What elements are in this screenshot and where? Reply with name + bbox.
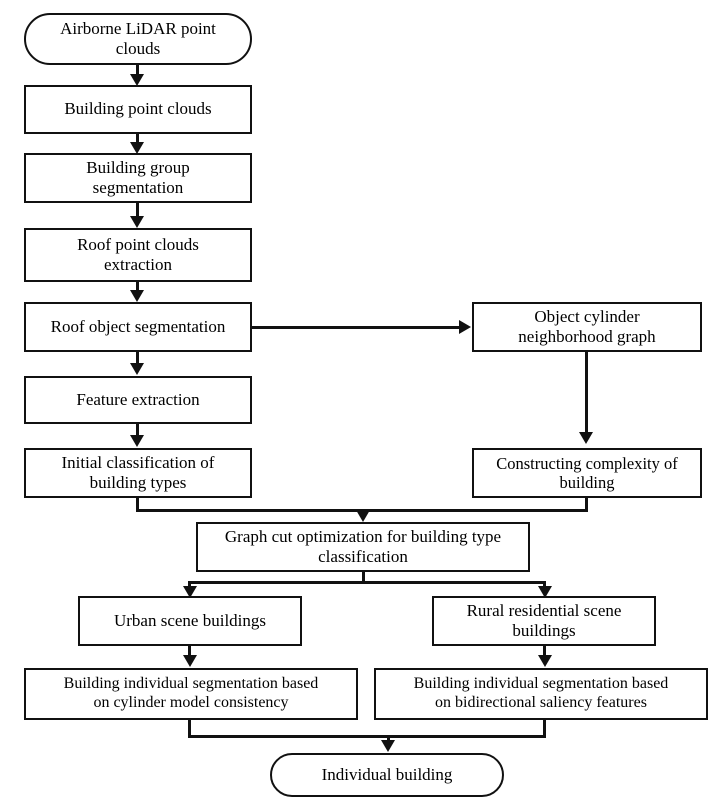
connector-rural-to-saliencyseg: [543, 646, 546, 658]
arrowhead-down: [538, 655, 552, 667]
connector-bus-to-individual-building: [387, 735, 390, 743]
connector-split-bus: [188, 581, 546, 584]
node-label: Initial classification of building types: [61, 452, 215, 492]
arrowhead-down: [356, 510, 370, 522]
node-label: Building point clouds: [64, 99, 212, 119]
node-label: Building individual segmentation based o…: [413, 675, 669, 711]
node-building-group-segmentation: Building group segmentation: [24, 153, 252, 203]
connector-saliencyseg-drop: [543, 720, 546, 738]
node-label: Individual building: [321, 764, 453, 784]
node-segmentation-bidirectional-saliency-features: Building individual segmentation based o…: [374, 668, 708, 720]
arrowhead-right: [459, 320, 471, 334]
node-roof-object-segmentation: Roof object segmentation: [24, 302, 252, 352]
connector-urban-to-cylinderseg: [188, 646, 191, 658]
arrowhead-down: [130, 363, 144, 375]
node-label: Urban scene buildings: [113, 610, 267, 630]
connector-roofobject-to-cylindergraph: [252, 326, 460, 329]
connector-roofpoints-to-roofobject: [136, 282, 139, 292]
node-graph-cut-optimization: Graph cut optimization for building type…: [196, 522, 530, 572]
connector-graphcut-drop: [362, 572, 365, 584]
node-label: Rural residential scene buildings: [466, 600, 622, 640]
arrowhead-down: [130, 435, 144, 447]
node-label: Airborne LiDAR point clouds: [60, 18, 216, 58]
connector-cylinderseg-drop: [188, 720, 191, 738]
arrowhead-down: [130, 74, 144, 86]
node-segmentation-cylinder-model-consistency: Building individual segmentation based o…: [24, 668, 358, 720]
node-constructing-complexity-of-building: Constructing complexity of building: [472, 448, 702, 498]
arrowhead-down: [538, 586, 552, 598]
connector-lidar-to-building-points: [136, 65, 139, 76]
node-label: Roof point clouds extraction: [77, 234, 199, 274]
connector-bus-to-rural: [543, 581, 546, 590]
connector-cylindergraph-to-complexity: [585, 352, 588, 434]
connector-bus-to-urban: [188, 581, 191, 590]
node-roof-point-clouds-extraction: Roof point clouds extraction: [24, 228, 252, 282]
connector-complexity-drop: [585, 498, 588, 512]
arrowhead-down: [183, 586, 197, 598]
arrowhead-down: [130, 142, 144, 154]
connector-final-merge-bus: [188, 735, 546, 738]
connector-buildingpoints-to-groupseg: [136, 134, 139, 144]
node-label: Graph cut optimization for building type…: [224, 526, 502, 566]
node-urban-scene-buildings: Urban scene buildings: [78, 596, 302, 646]
node-label: Object cylinder neighborhood graph: [518, 306, 656, 346]
node-label: Constructing complexity of building: [496, 453, 678, 492]
node-object-cylinder-neighborhood-graph: Object cylinder neighborhood graph: [472, 302, 702, 352]
node-label: Roof object segmentation: [50, 316, 226, 336]
node-label: Building group segmentation: [86, 157, 190, 197]
arrowhead-down: [579, 432, 593, 444]
node-feature-extraction: Feature extraction: [24, 376, 252, 424]
connector-groupseg-to-roofpoints: [136, 203, 139, 217]
node-label: Feature extraction: [76, 389, 200, 409]
arrowhead-down: [130, 290, 144, 302]
node-label: Building individual segmentation based o…: [63, 675, 319, 711]
arrowhead-down: [130, 216, 144, 228]
arrowhead-down: [381, 740, 395, 752]
connector-roofobject-to-featureextraction: [136, 352, 139, 364]
connector-initialclass-drop: [136, 498, 139, 512]
arrowhead-down: [183, 655, 197, 667]
node-airborne-lidar-point-clouds: Airborne LiDAR point clouds: [24, 13, 252, 65]
node-building-point-clouds: Building point clouds: [24, 85, 252, 134]
connector-featureextraction-to-initialclass: [136, 424, 139, 436]
node-initial-classification-of-building-types: Initial classification of building types: [24, 448, 252, 498]
node-individual-building: Individual building: [270, 753, 504, 797]
node-rural-residential-scene-buildings: Rural residential scene buildings: [432, 596, 656, 646]
